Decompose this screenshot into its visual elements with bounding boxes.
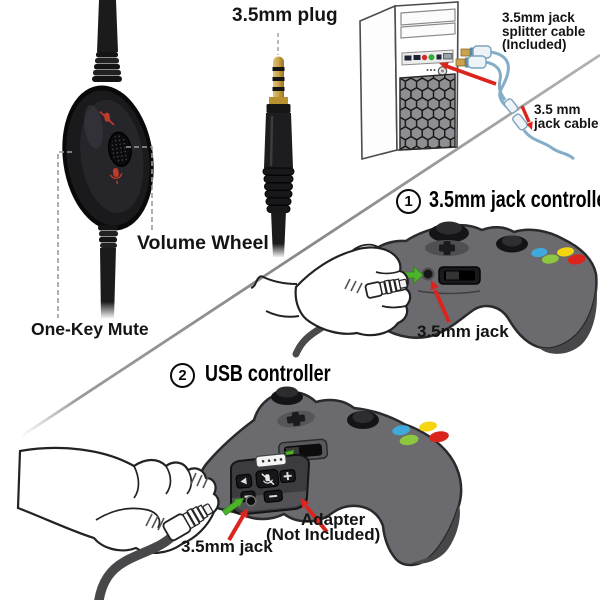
audio-jack-port xyxy=(428,54,435,61)
expansion-port xyxy=(438,266,481,285)
right-stick-2 xyxy=(347,411,379,429)
section-divider-line xyxy=(19,53,600,439)
splitter-cable-illustration xyxy=(455,45,575,161)
headset-plug-2 xyxy=(162,503,214,542)
jack-cable-arrow xyxy=(520,105,533,130)
x-button xyxy=(531,247,548,258)
jack-cable-label-line2: jack cable xyxy=(534,115,599,131)
controller-2-cable xyxy=(94,527,181,600)
tower-port-arrow xyxy=(439,62,497,86)
splitter-label-line1: 3.5mm jack xyxy=(502,10,575,25)
dpad-2 xyxy=(277,410,315,428)
pc-tower-illustration xyxy=(359,1,459,161)
front-port-panel xyxy=(401,49,454,66)
motion-marks-1 xyxy=(344,278,363,294)
jack-label-arrow-2 xyxy=(227,508,248,542)
jack-label-1: 3.5mm jack xyxy=(417,322,509,341)
jack-cable-label: 3.5 mm jack cable xyxy=(534,103,599,130)
b-button xyxy=(429,431,449,443)
motion-marks-2 xyxy=(145,472,209,531)
splitter-plug xyxy=(455,55,487,69)
controller-1-jack-hole xyxy=(421,267,435,281)
controller-1-illustration xyxy=(250,221,598,358)
section-2-title: USB controller xyxy=(205,360,331,386)
left-stick xyxy=(429,221,469,243)
headset-adapter xyxy=(230,453,311,516)
volume-wheel-callout-line xyxy=(126,146,153,230)
section-1-number: 1 xyxy=(396,189,421,214)
headset-plug-1 xyxy=(364,278,408,299)
one-key-mute-label: One-Key Mute xyxy=(31,319,149,339)
drive-bay xyxy=(400,8,456,26)
volume-remote-illustration xyxy=(57,0,154,319)
cable-coupler xyxy=(512,113,528,131)
y-button xyxy=(419,421,437,432)
one-key-mute-callout-line xyxy=(57,151,72,318)
insert-direction-arrow-3 xyxy=(221,497,245,516)
mic-mute-icon xyxy=(99,111,115,126)
y-button xyxy=(557,247,574,257)
splitter-cable-label: 3.5mm jack splitter cable (Included) xyxy=(502,11,585,52)
volume-wheel-label: Volume Wheel xyxy=(137,232,269,254)
face-buttons-2 xyxy=(392,421,449,446)
adapter-label-arrow xyxy=(300,498,329,534)
a-button xyxy=(399,434,419,446)
splitter-label-line3: (Included) xyxy=(502,37,567,52)
plug-illustration xyxy=(262,33,295,257)
controller-2-illustration xyxy=(16,386,463,600)
splitter-label-line2: splitter cable xyxy=(502,23,586,39)
section-1-title: 3.5mm jack controller xyxy=(429,186,600,212)
b-button xyxy=(567,254,586,265)
hand-1 xyxy=(250,243,412,337)
jack-cable-label-line1: 3.5 mm xyxy=(534,102,581,117)
right-stick xyxy=(496,235,528,253)
section-2-number: 2 xyxy=(170,363,195,388)
mic-icon xyxy=(109,168,123,185)
splitter-junction xyxy=(503,98,519,114)
plug-label: 3.5mm plug xyxy=(232,5,338,26)
tower-grille xyxy=(399,73,456,151)
mic-jack-port xyxy=(421,54,428,61)
adapter-label-line1: Adapter xyxy=(301,510,366,529)
adapter-label-line2: (Not Included) xyxy=(266,525,381,544)
adapter-jack-hole xyxy=(245,495,257,507)
dpad xyxy=(425,240,469,256)
a-button xyxy=(541,254,559,264)
face-buttons xyxy=(531,247,586,265)
x-button xyxy=(392,425,411,436)
jack-label-2: 3.5mm jack xyxy=(181,537,273,556)
jack-label-arrow-1 xyxy=(430,280,451,323)
drive-bay xyxy=(400,22,456,39)
left-stick-2 xyxy=(271,386,303,405)
